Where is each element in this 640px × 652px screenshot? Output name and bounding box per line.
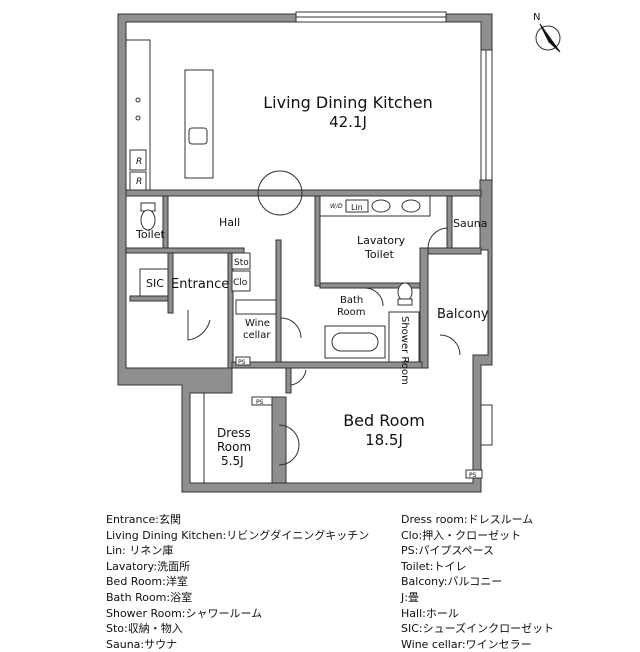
room-label-sto: Sto <box>234 258 249 268</box>
room-label-toilet: Toilet <box>135 228 165 241</box>
room-label-balcony: Balcony <box>437 307 489 322</box>
legend-entry: Shower Room:シャワールーム <box>106 606 263 620</box>
wine-cellar-shelf <box>235 299 277 315</box>
room-size-ldk: 42.1J <box>329 113 367 131</box>
legend-entry: Living Dining Kitchen:リビングダイニングキッチン <box>106 528 370 542</box>
room-label-lavatory-toilet: Toilet <box>364 248 394 261</box>
top-windows <box>295 11 447 23</box>
legend-entry: Lavatory:洗面所 <box>106 559 191 573</box>
legend-entry: Lin: リネン庫 <box>106 544 174 558</box>
toilet-left-fixture <box>140 202 156 231</box>
legend-entry: Clo:押入・クローゼット <box>401 528 522 542</box>
legend-entry: Wine cellar:ワインセラー <box>401 637 532 651</box>
legend-entry: PS:パイプスペース <box>401 544 495 558</box>
room-label-entrance: Entrance <box>171 277 229 292</box>
room-label-sauna: Sauna <box>453 217 487 230</box>
legend-left: Entrance:玄関 Living Dining Kitchen:リビングダイニ… <box>106 512 369 652</box>
room-label-lavatory: Lavatory <box>357 234 406 247</box>
wine-door <box>280 317 302 339</box>
legend-entry: Toilet:トイレ <box>401 559 467 573</box>
legend-entry: Balcony:バルコニー <box>401 575 503 589</box>
room-label-dress-1: Dress <box>217 426 251 440</box>
kitchen <box>125 39 214 191</box>
legend-right: Dress room:ドレスルーム Clo:押入・クローゼット PS:パイプスペース… <box>401 512 554 652</box>
room-label-shower: Shower Room <box>399 316 410 385</box>
legend-entry: Bath Room:浴室 <box>106 590 193 604</box>
wd-label: W/D <box>330 203 343 210</box>
clo-box <box>231 270 251 292</box>
dress-shelf <box>189 392 205 484</box>
compass-label: N <box>533 12 540 23</box>
compass-icon <box>535 23 561 53</box>
interior-walls <box>125 189 482 394</box>
legend-entry: Sto:収納・物入 <box>106 622 183 636</box>
room-label-bed: Bed Room <box>343 411 425 430</box>
room-label-sic: SIC <box>146 277 164 290</box>
legend-entry: Sauna:サウナ <box>106 637 178 651</box>
lin-label: Lin <box>351 203 363 212</box>
ps-label-3: PS <box>469 472 477 479</box>
ps-label-2: PS <box>256 399 264 406</box>
lavatory-counter <box>319 195 431 217</box>
legend-entry: Bed Room:洋室 <box>106 575 188 589</box>
bathtub <box>324 325 386 359</box>
balcony-door <box>439 334 461 356</box>
floor-plan: R R Living Dining Kitchen 42.1J Lin W/D … <box>117 11 561 493</box>
legend-entry: Entrance:玄関 <box>106 513 181 526</box>
room-label-ldk: Living Dining Kitchen <box>263 93 433 112</box>
room-label-bath-2: Room <box>337 307 365 318</box>
room-label-wine-1: Wine <box>245 318 270 329</box>
ps-label-1: PS <box>238 359 246 366</box>
room-size-dress: 5.5J <box>221 454 244 468</box>
room-label-wine-2: cellar <box>243 330 271 341</box>
room-label-hall: Hall <box>219 216 240 229</box>
room-size-bed: 18.5J <box>365 431 403 449</box>
ldk-double-door <box>257 170 303 216</box>
legend-entry: J:畳 <box>401 590 419 604</box>
bed-door <box>290 368 307 386</box>
sic-box <box>139 268 169 297</box>
toilet-right-fixture <box>397 282 413 306</box>
legend-entry: SIC:シューズインクローゼット <box>401 622 555 636</box>
legend-entry: Dress room:ドレスルーム <box>401 513 534 526</box>
room-label-bath-1: Bath <box>340 295 363 306</box>
dress-room-wall <box>271 396 287 484</box>
legend-entry: Hall:ホール <box>401 606 459 620</box>
dress-double-door <box>278 424 300 466</box>
right-windows <box>480 49 493 446</box>
entrance-door <box>187 310 211 341</box>
sto-box <box>231 252 251 270</box>
room-label-clo: Clo <box>233 278 248 288</box>
room-label-dress-2: Room <box>217 440 251 454</box>
sauna-door <box>427 227 449 249</box>
bath-door <box>364 287 384 307</box>
fridge-label-2: R <box>136 177 142 187</box>
shower-room-box <box>388 311 420 363</box>
fridge-label: R <box>136 157 142 167</box>
